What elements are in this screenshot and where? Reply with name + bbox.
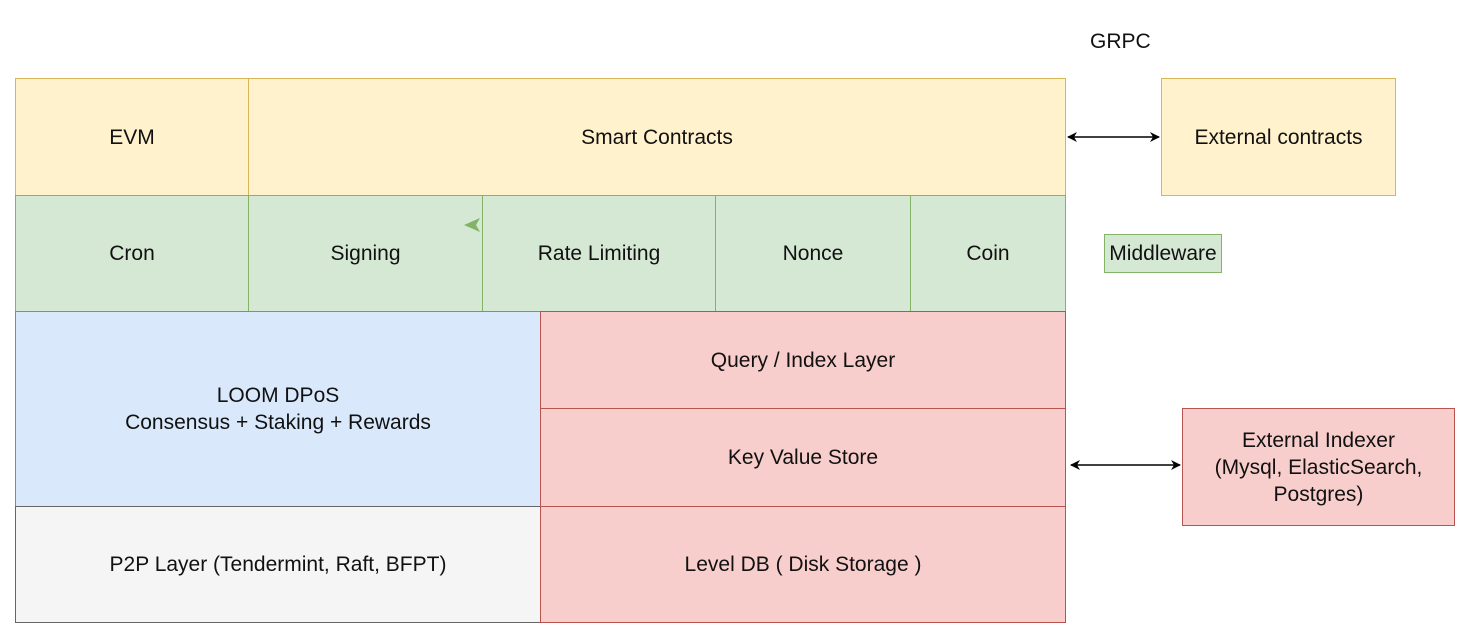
rate-limiting-label: Rate Limiting [537,242,661,265]
middleware-legend-box: Middleware [1104,234,1222,273]
cron-label: Cron [109,242,155,265]
external-indexer-label: External Indexer (Mysql, ElasticSearch, … [1214,428,1423,506]
signing-box: Signing [248,195,483,312]
loom-dpos-box: LOOM DPoS Consensus + Staking + Rewards [15,311,541,507]
loom-dpos-label: LOOM DPoS Consensus + Staking + Rewards [125,384,431,434]
nonce-label: Nonce [782,242,844,265]
coin-box: Coin [910,195,1066,312]
key-value-store-box: Key Value Store [540,408,1066,507]
cron-box: Cron [15,195,249,312]
p2p-layer-label: P2P Layer (Tendermint, Raft, BFPT) [109,553,447,576]
p2p-layer-box: P2P Layer (Tendermint, Raft, BFPT) [15,506,541,623]
coin-label: Coin [966,242,1010,265]
evm-box: EVM [15,78,249,196]
signing-label: Signing [330,242,401,265]
level-db-box: Level DB ( Disk Storage ) [540,506,1066,623]
external-indexer-box: External Indexer (Mysql, ElasticSearch, … [1182,408,1455,526]
query-index-box: Query / Index Layer [540,311,1066,409]
smart-contracts-label: Smart Contracts [581,125,733,149]
evm-label: EVM [109,125,155,149]
grpc-label: GRPC [1090,30,1151,53]
nonce-box: Nonce [715,195,911,312]
smart-contracts-box: Smart Contracts [248,78,1066,196]
key-value-store-label: Key Value Store [727,446,879,469]
middleware-label: Middleware [1109,242,1217,265]
external-contracts-box: External contracts [1161,78,1396,196]
rate-limiting-box: Rate Limiting [482,195,716,312]
external-contracts-label: External contracts [1194,125,1363,149]
level-db-label: Level DB ( Disk Storage ) [684,553,922,576]
query-index-label: Query / Index Layer [710,348,896,372]
